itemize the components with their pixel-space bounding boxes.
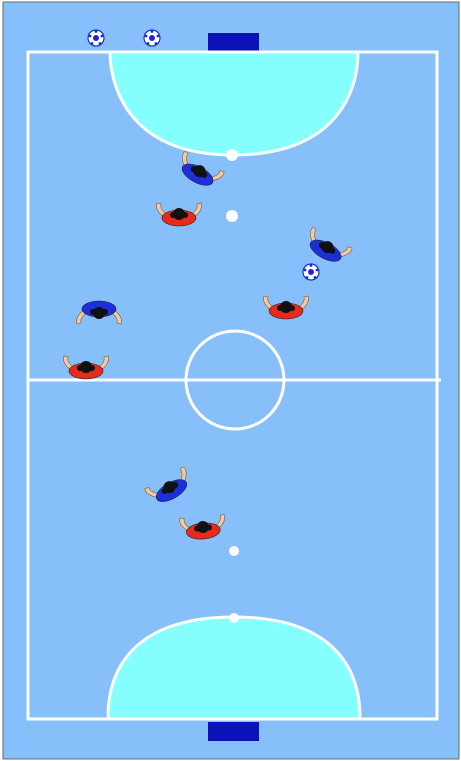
top-goal [208,33,259,51]
bottom-second-penalty-spot [229,546,239,556]
top-second-penalty-spot [226,210,238,222]
match-ball [303,264,319,280]
top-penalty-spot [226,149,238,161]
spare-ball-2 [144,30,160,46]
bottom-penalty-spot [229,613,239,623]
spare-ball-1 [88,30,104,46]
bottom-goal [208,722,259,741]
